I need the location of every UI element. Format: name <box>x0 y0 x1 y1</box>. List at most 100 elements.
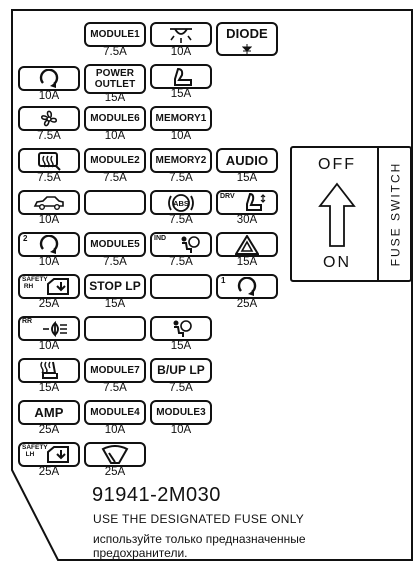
fuse-label: MODULE7 <box>90 365 140 376</box>
fuse-rating: 25A <box>38 466 60 478</box>
fuse-slot: MEMORY2 <box>150 148 212 173</box>
fuse-label: MODULE6 <box>90 113 140 124</box>
fuse-slot: SAFETY LH <box>18 442 80 467</box>
power-window-icon <box>47 277 69 295</box>
fuse-drv-seat: DRV 30A <box>216 190 278 226</box>
fuse-slot: DRV <box>216 190 278 215</box>
fuse-slot <box>84 316 146 341</box>
fuse-rating: 7.5A <box>103 46 127 58</box>
fuse-rating: 7.5A <box>103 172 127 184</box>
fuse-rating: 7.5A <box>169 214 193 226</box>
fuse-rating: 25A <box>38 424 60 436</box>
fuse-module4: MODULE4 10A <box>84 400 146 436</box>
fuse-rating: 15A <box>236 172 258 184</box>
fuse-slot <box>18 106 80 131</box>
fuse-rating: 10A <box>170 424 192 436</box>
fuse-tag: DRV <box>220 193 235 200</box>
fuse-module7: MODULE7 7.5A <box>84 358 146 394</box>
part-number: 91941-2M030 <box>92 484 221 506</box>
fuse-slot: AUDIO <box>216 148 278 173</box>
fuse-memory1: MEMORY1 10A <box>150 106 212 142</box>
fuse-rear-wiper: 10A <box>18 66 80 102</box>
switch-on-label: ON <box>323 254 351 271</box>
fuse-amp: AMP 25A <box>18 400 80 436</box>
rear-wiper-icon <box>237 276 257 296</box>
fuse-seat-heater: 15A <box>18 358 80 394</box>
fuse-slot: SAFETY RH <box>18 274 80 299</box>
fuse-label: MODULE3 <box>156 407 206 418</box>
fuse-rear-wiper-2: 2 10A <box>18 232 80 268</box>
fuse-rating: 15A <box>236 256 258 268</box>
fan-icon <box>41 110 57 126</box>
fuse-rating: 15A <box>170 340 192 352</box>
fuse-module5: MODULE5 7.5A <box>84 232 146 268</box>
fuse-slot <box>18 66 80 91</box>
abs-icon: ABS <box>168 193 194 212</box>
fuse-rating: 10A <box>170 130 192 142</box>
fuse-airbag: 15A <box>150 316 212 352</box>
fuse-switch[interactable]: OFF ON FUSE SWITCH <box>290 146 412 282</box>
fuse-slot: MODULE4 <box>84 400 146 425</box>
fuse-slot: ABS <box>150 190 212 215</box>
fuse-trunk: 10A <box>18 190 80 226</box>
abs-text: ABS <box>173 199 189 208</box>
fuse-slot: MEMORY1 <box>150 106 212 131</box>
fuse-rating: 15A <box>170 88 192 100</box>
fuse-rr-fog: RR 10A <box>18 316 80 352</box>
fuse-slot: MODULE3 <box>150 400 212 425</box>
fuse-empty-slot <box>150 274 212 310</box>
fuse-hazard: 15A <box>216 232 278 268</box>
fuse-stop-lp: STOP LP 15A <box>84 274 146 310</box>
seat-reclining-icon <box>174 67 192 86</box>
fuse-tag: SAFETY LH <box>22 444 48 458</box>
switch-off-label: OFF <box>318 156 356 173</box>
power-window-icon <box>47 445 69 463</box>
fuse-label: MODULE5 <box>90 239 140 250</box>
fuse-slot: MODULE6 <box>84 106 146 131</box>
fuse-rating: 7.5A <box>169 172 193 184</box>
car-trunk-icon <box>33 195 64 210</box>
arrow-up-icon <box>318 182 356 247</box>
fuse-seat-warmer: 15A <box>150 64 212 100</box>
fuse-rating: 7.5A <box>37 130 61 142</box>
fuse-bup-lp: B/UP LP 7.5A <box>150 358 212 394</box>
fuse-abs: ABS 7.5A <box>150 190 212 226</box>
fuse-slot: STOP LP <box>84 274 146 299</box>
rear-wiper-icon <box>39 68 59 88</box>
fuse-module1: MODULE1 7.5A <box>84 22 146 58</box>
fuse-slot: MODULE5 <box>84 232 146 257</box>
fuse-slot <box>18 358 80 383</box>
fuse-tag: SAFETY RH <box>22 276 48 290</box>
rear-fog-lamp-icon <box>43 320 67 337</box>
fuse-slot: RR <box>18 316 80 341</box>
fuse-label: STOP LP <box>89 279 141 293</box>
fuse-rating: 30A <box>236 214 258 226</box>
fuse-label: B/UP LP <box>157 363 205 377</box>
fuse-diode: DIODE <box>216 22 278 58</box>
fuse-rating: 7.5A <box>103 382 127 394</box>
rear-defroster-icon <box>38 151 61 171</box>
fuse-rear-defog: 7.5A <box>18 148 80 184</box>
fuse-slot <box>18 148 80 173</box>
fuse-blower: 7.5A <box>18 106 80 142</box>
switch-title: FUSE SWITCH <box>388 161 403 267</box>
fuse-slot <box>84 442 146 467</box>
fuse-index: 2 <box>23 234 28 243</box>
fuse-rating: 7.5A <box>103 256 127 268</box>
fuse-empty-slot <box>84 190 146 226</box>
power-seat-icon <box>246 192 266 211</box>
fuse-slot: MODULE1 <box>84 22 146 47</box>
fuse-memory2: MEMORY2 7.5A <box>150 148 212 184</box>
fuse-slot <box>18 190 80 215</box>
fuse-rating: 25A <box>236 298 258 310</box>
fuse-label: DIODE <box>226 25 268 41</box>
fuse-slot: IND <box>150 232 212 257</box>
fuse-label: MEMORY1 <box>155 113 207 124</box>
fuse-empty-slot <box>84 316 146 352</box>
fuse-rating: 10A <box>104 130 126 142</box>
fuse-rating: 10A <box>38 214 60 226</box>
